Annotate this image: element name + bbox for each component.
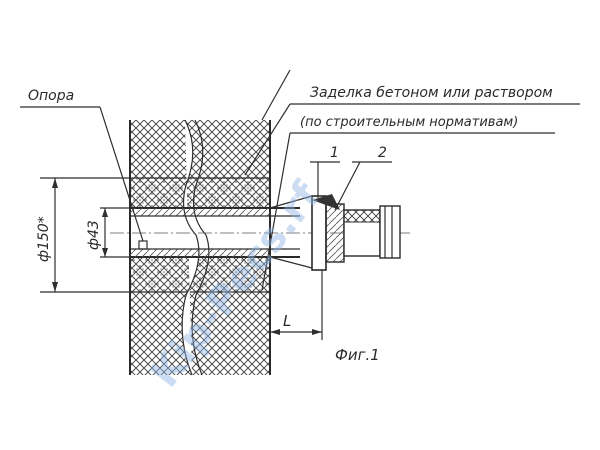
grout-label-line1: Заделка бетоном или раствором (310, 85, 553, 101)
support-label: Опора (28, 88, 74, 104)
callout-2: 2 (378, 145, 387, 161)
dim-inner-label: ф43 (86, 220, 102, 250)
dimension-outer (40, 177, 130, 293)
sensor-fitting (311, 194, 401, 271)
dimension-inner (100, 207, 130, 258)
dim-length-label: L (283, 312, 291, 330)
grout-label-line2: (по строительным нормативам) (300, 115, 518, 130)
figure-label: Фиг.1 (335, 346, 380, 364)
dim-outer-label: ф150* (36, 216, 52, 262)
dimension-length (269, 270, 323, 340)
leaders (20, 69, 580, 291)
callout-1: 1 (330, 145, 339, 161)
